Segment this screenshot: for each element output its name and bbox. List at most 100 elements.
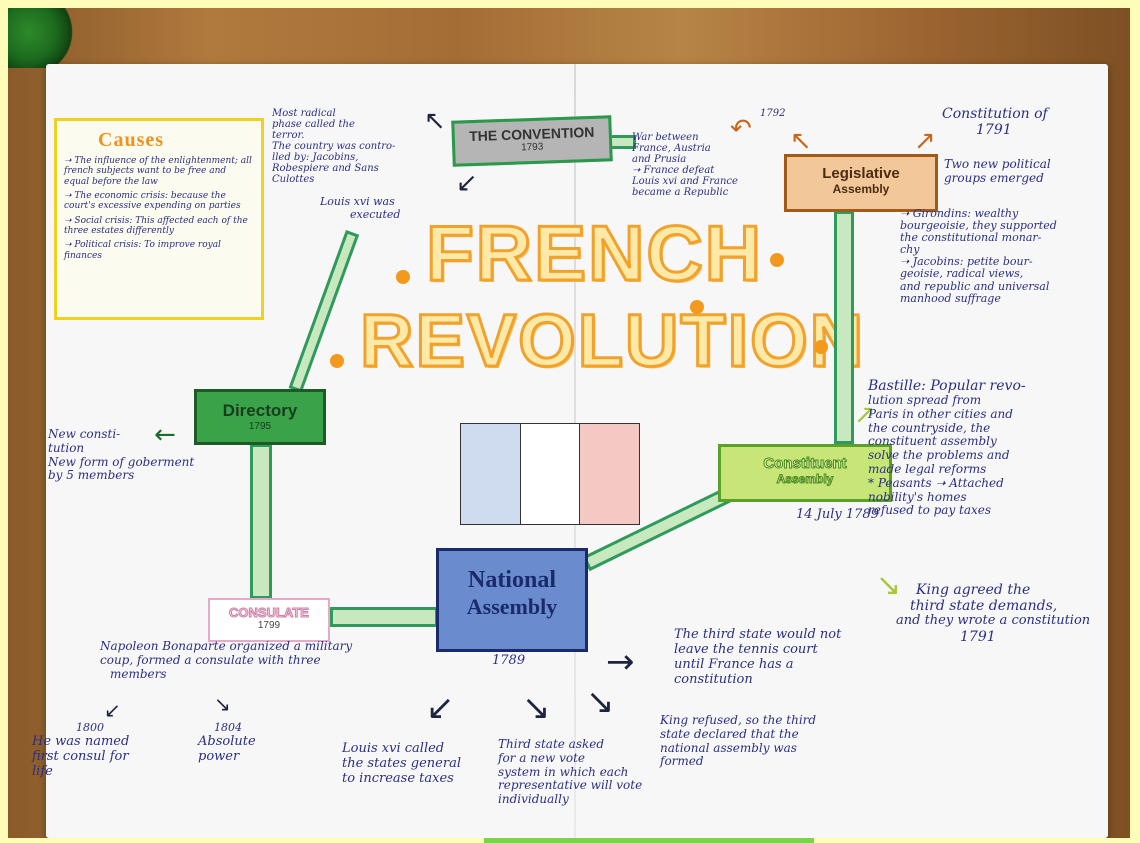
note-line: the states general <box>342 755 461 771</box>
note-line: lution spread from <box>868 393 982 408</box>
arrow-icon: ← <box>154 420 176 450</box>
note-line: third state demands, <box>910 598 1058 615</box>
directory-note: New consti- tution New form of goberment… <box>48 427 218 483</box>
note-line: lled by: Jacobins, <box>272 152 359 163</box>
note-line: King refused, so the third <box>660 713 817 727</box>
note-line: Louis xvi and France <box>632 176 738 187</box>
constituent-label-line2: Assembly <box>776 472 834 487</box>
consulate-box: CONSULATE 1799 <box>208 598 330 642</box>
note-line: executed <box>350 207 401 221</box>
note-line: coup, formed a consulate with three <box>100 652 321 667</box>
legislative-box: Legislative Assembly <box>784 154 938 212</box>
note-line: to increase taxes <box>342 770 454 786</box>
national-label-line2: Assembly <box>466 594 558 619</box>
causes-item: ➝ The influence of the enlightenment; al… <box>64 156 252 187</box>
arrow-icon: ↖ <box>424 106 446 136</box>
french-flag <box>460 423 640 525</box>
consulate-sub2: 1804 Absolute power <box>198 721 288 765</box>
note-line: Louis xvi called <box>342 741 445 756</box>
national-box: National Assembly <box>436 548 588 652</box>
decor-dot <box>814 340 828 354</box>
constituent-date: 14 July 1789 <box>796 507 879 522</box>
note-line: The third state would not <box>674 627 842 642</box>
note-line: Third state asked <box>498 737 605 751</box>
legislative-constitution: Constitution of 1791 <box>942 106 1082 138</box>
convention-note-below: Louis xvi was executed <box>320 195 440 221</box>
green-strip <box>484 838 814 843</box>
note-line: Bastille: Popular revo- <box>868 378 1026 394</box>
note-line: nobility's homes <box>868 489 967 504</box>
note-line: system in which each <box>498 764 629 779</box>
note-line: Constitution of <box>942 106 1048 122</box>
title-revolution: REVOLUTION <box>358 298 866 384</box>
connector-legislative-constituent <box>834 211 854 444</box>
consulate-note: Napoleon Bonaparte organized a military … <box>100 639 420 681</box>
arrow-icon: → <box>606 642 635 682</box>
note-line: made legal reforms <box>868 462 987 477</box>
legislative-year: 1792 <box>760 108 786 119</box>
note-line: by 5 members <box>48 468 135 483</box>
note-line: * Peasants ➝ Attached <box>868 475 1004 490</box>
national-year: 1789 <box>492 653 526 668</box>
note-line: chy <box>900 243 920 257</box>
connector-consulate-national <box>330 607 438 627</box>
decor-dot <box>396 270 410 284</box>
consulate-sub1: 1800 He was named first consul for life <box>32 721 162 779</box>
national-note3: King refused, so the third state declare… <box>660 713 870 769</box>
flag-white-stripe <box>519 424 581 524</box>
note-line: New form of goberment <box>48 454 195 469</box>
note-line: ➝ France defeat <box>632 165 715 176</box>
note-line: manhood suffrage <box>900 291 1001 305</box>
note-line: state declared that the <box>660 726 799 741</box>
causes-heading: Causes <box>98 129 165 151</box>
decor-dot <box>770 253 784 267</box>
photo: Causes ➝ The influence of the enlightenm… <box>8 8 1130 838</box>
legislative-groups: Two new political groups emerged <box>944 157 1094 186</box>
note-line: solve the problems and <box>868 448 1010 463</box>
note-line: Absolute <box>198 733 256 749</box>
note-line: France, Austria <box>632 143 711 154</box>
flag-red-stripe <box>580 424 640 524</box>
note-line: King agreed the <box>916 582 1031 598</box>
decor-dot <box>330 354 344 368</box>
flag-blue-stripe <box>461 424 520 524</box>
causes-box: Causes ➝ The influence of the enlightenm… <box>54 118 264 320</box>
constituent-king: King agreed the third state demands, and… <box>896 582 1130 645</box>
note-line: leave the tennis court <box>674 641 818 657</box>
note-line: groups emerged <box>944 170 1044 185</box>
note-line: ➝ Girondins: wealthy <box>900 207 1019 220</box>
note-line: individually <box>498 792 569 807</box>
plant <box>8 8 78 68</box>
note-line: phase called the <box>272 119 355 130</box>
consulate-label: CONSULATE <box>229 605 310 621</box>
causes-item: ➝ Political crisis: To improve royal fin… <box>64 240 221 261</box>
directory-label: Directory <box>222 401 298 420</box>
arrow-icon: ↘ <box>214 692 231 716</box>
legislative-label-line1: Legislative <box>822 165 900 182</box>
note-line: The country was contro- <box>272 141 396 152</box>
note-line: 1791 <box>976 122 1012 139</box>
constituent-label-line1: Constituent <box>763 455 847 473</box>
note-line: Most radical <box>272 108 336 119</box>
note-line: members <box>110 666 167 681</box>
note-line: life <box>32 763 53 779</box>
note-line: Robespiere and Sans Culottes <box>272 163 379 185</box>
note-line: and they wrote a constitution <box>896 613 1091 629</box>
arrow-icon: ↗ <box>854 400 876 430</box>
note-line: 1800 <box>76 721 104 734</box>
note-line: for a new vote <box>498 750 586 765</box>
note-line: the constitutional monar- <box>900 231 1042 245</box>
arrow-icon: ↶ <box>730 114 752 144</box>
note-line: formed <box>660 754 704 769</box>
note-line: power <box>198 748 240 764</box>
arrow-icon: ↙ <box>104 698 121 722</box>
note-line: and Prusia <box>632 154 687 165</box>
constituent-box: Constituent Assembly <box>718 444 892 502</box>
note-line: representative will vote <box>498 778 643 793</box>
note-line: became a Republic <box>632 187 729 198</box>
note-line: Louis xvi was <box>320 195 395 208</box>
arrow-icon: ↖ <box>790 126 812 156</box>
causes-item: ➝ The economic crisis: because the court… <box>64 191 241 212</box>
note-line: the countryside, the <box>868 420 991 435</box>
national-label-line1: National <box>467 567 556 593</box>
